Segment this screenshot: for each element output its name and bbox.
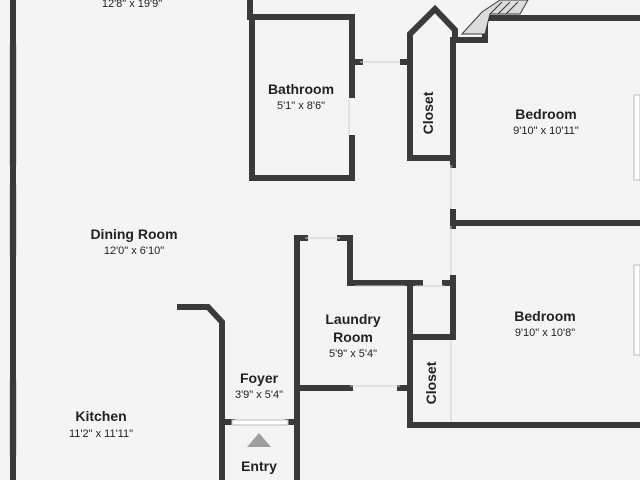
chimney-hatch-line-2 — [497, 1, 511, 15]
kitchen-dims: 11'2" x 11'11" — [69, 428, 133, 440]
entry-door — [231, 419, 289, 426]
laundry-name-line2: Room — [333, 329, 373, 345]
chimney-hatch-line-3 — [505, 1, 519, 15]
foyer-name: Foyer — [240, 370, 279, 386]
dining-dims: 12'0" x 6'10" — [104, 245, 164, 257]
bedroom-upper-name: Bedroom — [515, 106, 576, 122]
top-left-dims: 12'8" x 19'9" — [102, 0, 162, 10]
entry-name: Entry — [241, 458, 277, 474]
wall-bathroom — [249, 14, 355, 181]
kitchen-name: Kitchen — [75, 408, 126, 424]
wall-kitchen-partition — [177, 304, 225, 480]
entry-marker — [247, 433, 271, 447]
bedroom-upper-dims: 9'10" x 10'11" — [513, 125, 579, 137]
window-right-2 — [633, 264, 640, 356]
laundry-name-line1: Laundry — [325, 311, 380, 327]
window-right-1 — [633, 94, 640, 181]
bedroom-lower-dims: 9'10" x 10'8" — [515, 327, 575, 339]
chimney-hatch-line-1 — [489, 1, 503, 15]
bathroom-name: Bathroom — [268, 81, 334, 97]
closet-lower-name: Closet — [423, 361, 439, 404]
wall-closet-upper — [407, 4, 458, 161]
wall-closet-lower — [407, 334, 640, 428]
bedroom-lower-name: Bedroom — [514, 308, 575, 324]
closet-upper-name: Closet — [420, 91, 436, 134]
wall-laundry-niche — [294, 235, 413, 340]
laundry-dims: 5'9" x 5'4" — [329, 348, 377, 360]
foyer-dims: 3'9" x 5'4" — [235, 389, 283, 401]
bathroom-dims: 5'1" x 8'6" — [277, 100, 325, 112]
dining-name: Dining Room — [90, 226, 177, 242]
